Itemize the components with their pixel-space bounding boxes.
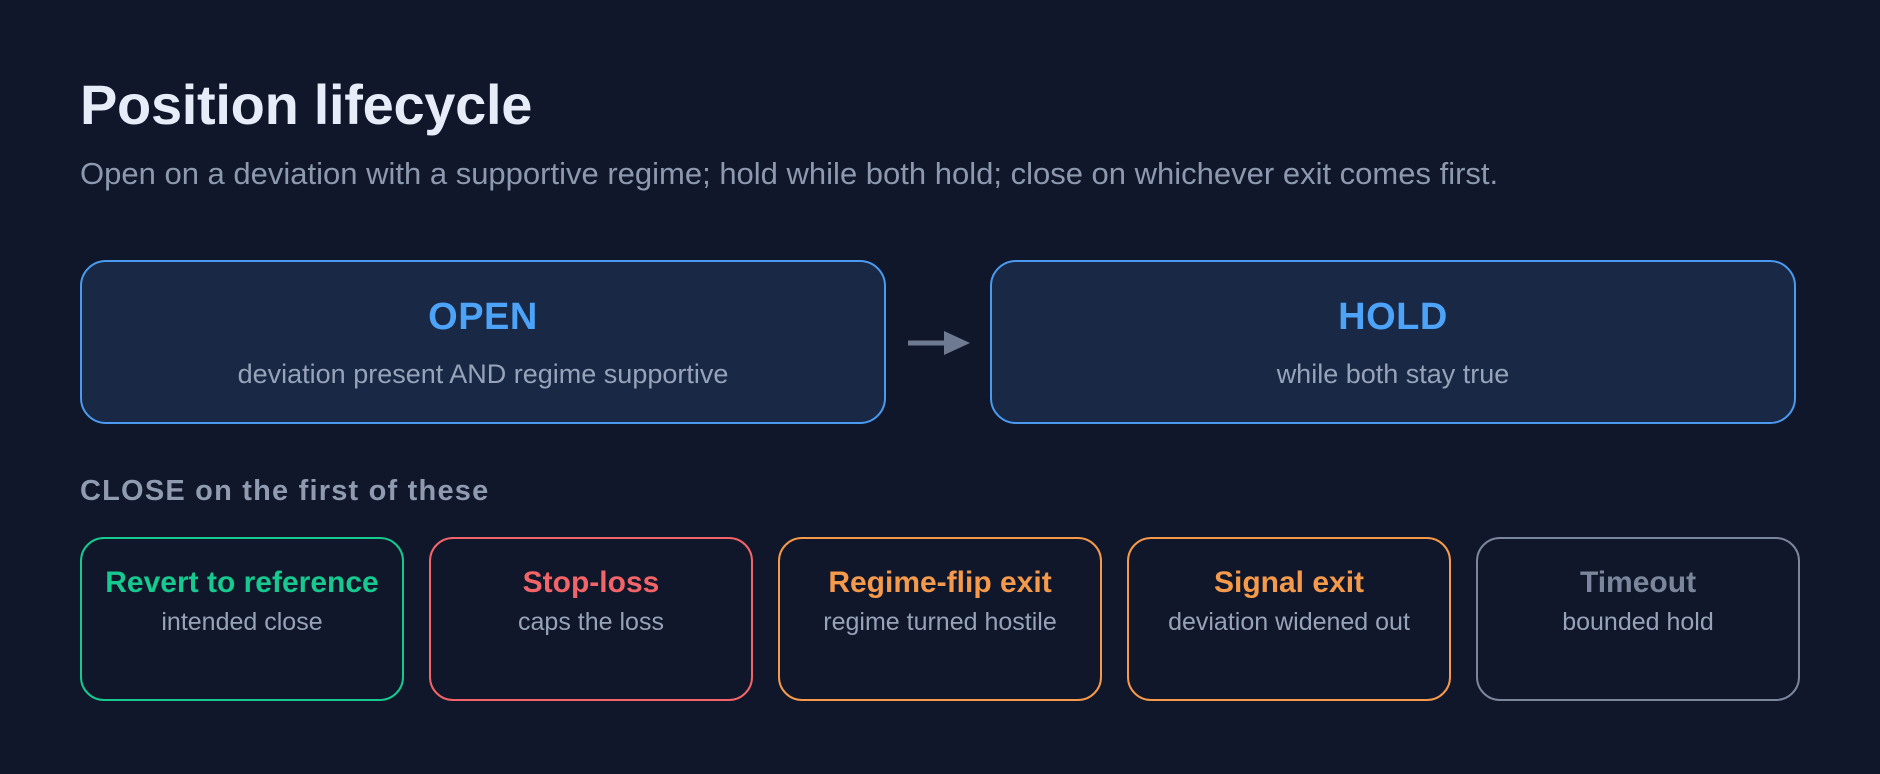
exit-name: Stop-loss <box>522 566 660 599</box>
exit-description: caps the loss <box>518 608 664 636</box>
page-title: Position lifecycle <box>80 73 533 136</box>
stage-open-box: OPEN deviation present AND regime suppor… <box>80 260 886 424</box>
exit-name: Timeout <box>1579 566 1697 599</box>
exit-card-stop-loss: Stop-loss caps the loss <box>429 537 753 701</box>
page-subtitle: Open on a deviation with a supportive re… <box>80 156 1499 191</box>
exit-name: Regime-flip exit <box>828 566 1052 599</box>
exit-conditions: Revert to reference intended close Stop-… <box>80 537 1800 701</box>
stage-open-title: OPEN <box>428 296 538 338</box>
close-section-label: CLOSE on the first of these <box>80 475 490 507</box>
exit-card-signal-exit: Signal exit deviation widened out <box>1127 537 1451 701</box>
stage-hold-description: while both stay true <box>1276 359 1510 389</box>
stage-hold-title: HOLD <box>1338 296 1448 338</box>
exit-name: Signal exit <box>1213 566 1365 599</box>
exit-name: Revert to reference <box>105 566 379 599</box>
stage-hold-box: HOLD while both stay true <box>990 260 1796 424</box>
exit-description: deviation widened out <box>1168 608 1410 636</box>
exit-description: bounded hold <box>1562 608 1714 636</box>
exit-description: intended close <box>161 608 323 636</box>
exit-card-revert: Revert to reference intended close <box>80 537 404 701</box>
arrow-right-icon <box>908 331 970 355</box>
exit-card-regime-flip: Regime-flip exit regime turned hostile <box>778 537 1102 701</box>
exit-card-timeout: Timeout bounded hold <box>1476 537 1800 701</box>
stage-open-description: deviation present AND regime supportive <box>237 359 729 389</box>
exit-description: regime turned hostile <box>823 608 1057 636</box>
